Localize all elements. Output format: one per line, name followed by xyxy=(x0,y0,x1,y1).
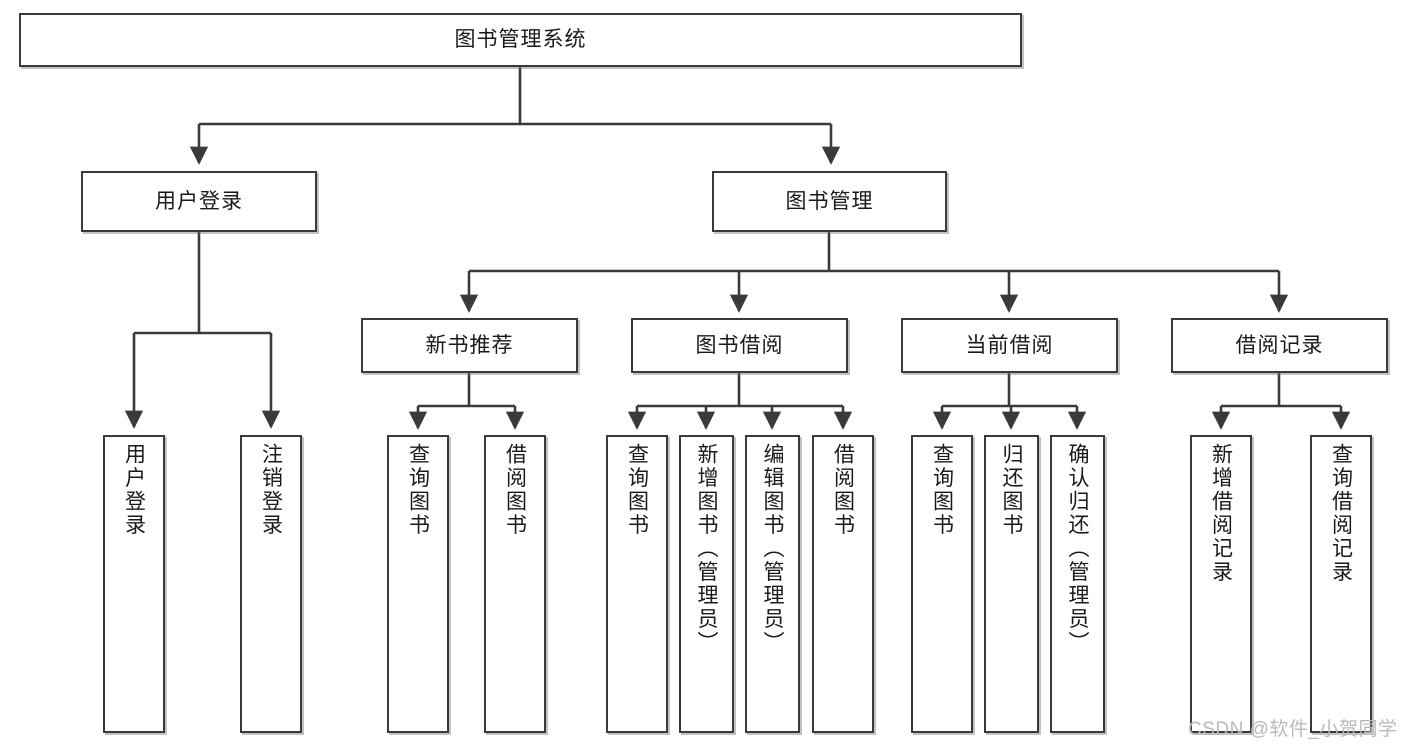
node-label: 借阅记录 xyxy=(1235,333,1324,357)
node-label: 用户登录 xyxy=(122,443,146,537)
node-current-borrow[interactable]: 当前借阅 xyxy=(901,318,1118,373)
node-root-book-management-system[interactable]: 图书管理系统 xyxy=(19,13,1022,67)
node-label: 新增图书（管理员） xyxy=(695,443,718,655)
node-leaf-borrow-book-2[interactable]: 借阅图书 xyxy=(812,435,874,733)
node-label: 当前借阅 xyxy=(965,333,1054,357)
node-label: 确认归还（管理员） xyxy=(1066,443,1089,655)
node-leaf-query-book-2[interactable]: 查询图书 xyxy=(606,435,668,733)
node-borrow-record[interactable]: 借阅记录 xyxy=(1171,318,1388,373)
node-label: 查询图书 xyxy=(625,443,649,537)
node-user-login[interactable]: 用户登录 xyxy=(81,171,317,232)
node-label: 用户登录 xyxy=(155,189,243,213)
node-book-borrow[interactable]: 图书借阅 xyxy=(631,318,848,373)
node-label: 借阅图书 xyxy=(831,443,855,537)
node-label: 注销登录 xyxy=(259,443,283,537)
node-label: 归还图书 xyxy=(1000,443,1023,537)
node-label: 查询图书 xyxy=(930,443,954,537)
node-label: 图书管理系统 xyxy=(454,28,587,52)
node-book-management[interactable]: 图书管理 xyxy=(712,171,947,232)
node-leaf-query-borrow-record[interactable]: 查询借阅记录 xyxy=(1310,435,1372,733)
node-label: 图书借阅 xyxy=(695,333,784,357)
node-label: 图书管理 xyxy=(785,189,874,213)
node-new-book-recommend[interactable]: 新书推荐 xyxy=(361,318,578,373)
node-leaf-return-book[interactable]: 归还图书 xyxy=(984,435,1039,733)
node-leaf-query-book-3[interactable]: 查询图书 xyxy=(911,435,973,733)
node-label: 新增借阅记录 xyxy=(1209,443,1233,584)
node-leaf-query-book-1[interactable]: 查询图书 xyxy=(387,435,449,733)
node-label: 编辑图书（管理员） xyxy=(761,443,784,655)
node-leaf-confirm-return[interactable]: 确认归还（管理员） xyxy=(1050,435,1105,733)
node-leaf-user-login[interactable]: 用户登录 xyxy=(103,435,165,733)
node-leaf-borrow-book-1[interactable]: 借阅图书 xyxy=(484,435,546,733)
node-label: 借阅图书 xyxy=(503,443,527,537)
node-label: 查询图书 xyxy=(406,443,430,537)
node-label: 查询借阅记录 xyxy=(1329,443,1353,584)
node-leaf-logout[interactable]: 注销登录 xyxy=(240,435,302,733)
node-leaf-add-borrow-record[interactable]: 新增借阅记录 xyxy=(1190,435,1252,733)
node-leaf-add-book[interactable]: 新增图书（管理员） xyxy=(679,435,734,733)
node-leaf-edit-book[interactable]: 编辑图书（管理员） xyxy=(745,435,800,733)
node-label: 新书推荐 xyxy=(425,333,514,357)
